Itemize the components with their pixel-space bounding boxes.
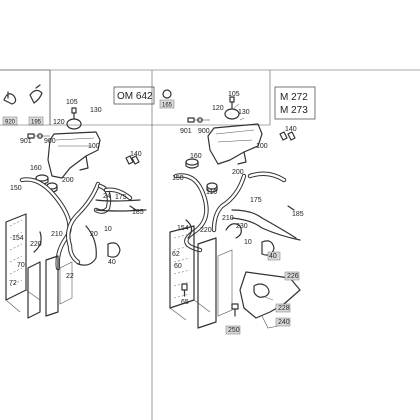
expansion-tank <box>207 123 263 165</box>
part-number[interactable]: 24 <box>103 193 111 200</box>
part-number[interactable]: 40 <box>108 259 116 266</box>
level-sensor-icon <box>71 107 77 114</box>
page-ref-label[interactable]: 165 <box>162 103 173 109</box>
part-number[interactable]: 72 <box>9 280 17 287</box>
hose-clamp-icon <box>261 240 275 256</box>
part-number[interactable]: 210 <box>51 231 63 238</box>
part-number[interactable]: 140 <box>130 151 142 158</box>
page-ref-box[interactable] <box>159 99 175 109</box>
part-number[interactable]: 220 <box>200 227 212 234</box>
part-number[interactable]: 154 <box>12 235 24 242</box>
part-number[interactable]: 220 <box>30 241 42 248</box>
hose-clamp-icon <box>107 242 121 258</box>
part-number[interactable]: 40 <box>269 253 277 260</box>
part-number[interactable]: 22 <box>66 273 74 280</box>
part-number[interactable]: 900 <box>198 128 210 135</box>
part-ref-box[interactable] <box>275 303 291 313</box>
part-number[interactable]: 240 <box>278 319 290 326</box>
tank-cap-icon <box>224 101 240 120</box>
part-number[interactable]: 100 <box>88 143 100 150</box>
part-number[interactable]: 226 <box>287 273 299 280</box>
clamp-thumbnail-icon <box>3 91 17 105</box>
part-number[interactable]: 130 <box>238 109 250 116</box>
part-number[interactable]: 120 <box>53 119 65 126</box>
clip-icon <box>125 155 140 165</box>
clip-icon <box>279 131 296 141</box>
part-number[interactable]: 901 <box>20 138 32 145</box>
part-number[interactable]: 105 <box>66 99 78 106</box>
part-number[interactable]: 154 <box>177 225 189 232</box>
right-part-labels: 105 120 130 901 900 140 100 160 200 150 … <box>172 91 304 334</box>
part-number[interactable]: 230 <box>236 223 248 230</box>
part-number[interactable]: 120 <box>212 105 224 112</box>
part-number[interactable]: 105 <box>228 91 240 98</box>
bracket-thumbnail-icon <box>29 84 43 104</box>
part-number[interactable]: 150 <box>172 175 184 182</box>
corner-thumbnails: 920 195 <box>0 69 51 126</box>
right-assembly: 105 120 130 901 900 140 100 160 200 150 … <box>169 91 304 335</box>
part-ref-box[interactable] <box>225 325 241 335</box>
part-ref-box[interactable] <box>267 251 281 261</box>
part-number[interactable]: 160 <box>30 165 42 172</box>
part-number[interactable]: 62 <box>172 251 180 258</box>
hose-clamp-thumbnail-icon <box>162 89 172 99</box>
part-number[interactable]: 185 <box>292 211 304 218</box>
part-number[interactable]: 70 <box>17 262 25 269</box>
thermostat-housing <box>239 271 301 329</box>
part-number[interactable]: 175 <box>250 197 262 204</box>
part-number[interactable]: 60 <box>174 263 182 270</box>
part-number[interactable]: 65 <box>181 299 189 306</box>
part-number[interactable]: 185 <box>132 209 144 216</box>
screw-icon <box>181 283 188 297</box>
part-number[interactable]: 900 <box>44 138 56 145</box>
part-number[interactable]: 140 <box>285 126 297 133</box>
coolant-hoses <box>173 171 301 253</box>
part-number[interactable]: 210 <box>222 215 234 222</box>
bolt-icon <box>287 205 295 211</box>
part-number[interactable]: 110 <box>206 189 217 196</box>
part-number[interactable]: 10 <box>244 239 252 246</box>
svg-text:M 273: M 273 <box>280 105 308 116</box>
part-number[interactable]: 10 <box>104 226 112 233</box>
engine-label-left: OM 642 <box>113 86 155 105</box>
leader-lines <box>233 103 274 301</box>
page-ref-label[interactable]: 195 <box>31 120 42 126</box>
bolt-icon <box>129 205 137 211</box>
expansion-tank <box>47 131 101 179</box>
tank-cap-icon <box>66 112 82 130</box>
part-number[interactable]: 100 <box>256 143 268 150</box>
svg-text:M 272: M 272 <box>280 92 308 103</box>
svg-text:OM 642: OM 642 <box>117 91 153 102</box>
part-number[interactable]: 175 <box>115 194 127 201</box>
part-ref-box[interactable] <box>284 271 300 281</box>
part-number[interactable]: 228 <box>278 305 290 312</box>
coolant-hoses <box>19 177 147 271</box>
page-ref-label[interactable]: 920 <box>5 120 16 126</box>
screw-icon <box>231 303 239 317</box>
part-number[interactable]: 200 <box>62 177 74 184</box>
part-number[interactable]: 160 <box>190 153 202 160</box>
level-sensor-icon <box>229 96 235 103</box>
radiator <box>5 213 73 319</box>
sensor-connector-icon <box>27 133 50 139</box>
panel-borders: 165 <box>0 69 420 420</box>
part-number[interactable]: 200 <box>232 169 244 176</box>
part-number[interactable]: 20 <box>90 231 98 238</box>
engine-label-right: M 272 M 273 <box>274 86 316 120</box>
grommet-icon <box>185 158 218 193</box>
part-number[interactable]: 150 <box>10 185 22 192</box>
part-number[interactable]: 901 <box>180 128 192 135</box>
part-number[interactable]: 130 <box>90 107 102 114</box>
part-ref-box[interactable] <box>275 317 291 327</box>
left-assembly: 105 130 120 140 100 901 900 160 200 150 … <box>5 99 147 319</box>
left-part-labels: 105 130 120 140 100 901 900 160 200 150 … <box>9 99 144 287</box>
part-number[interactable]: 250 <box>228 327 240 334</box>
radiator <box>169 225 233 329</box>
sensor-connector-icon <box>187 117 210 123</box>
